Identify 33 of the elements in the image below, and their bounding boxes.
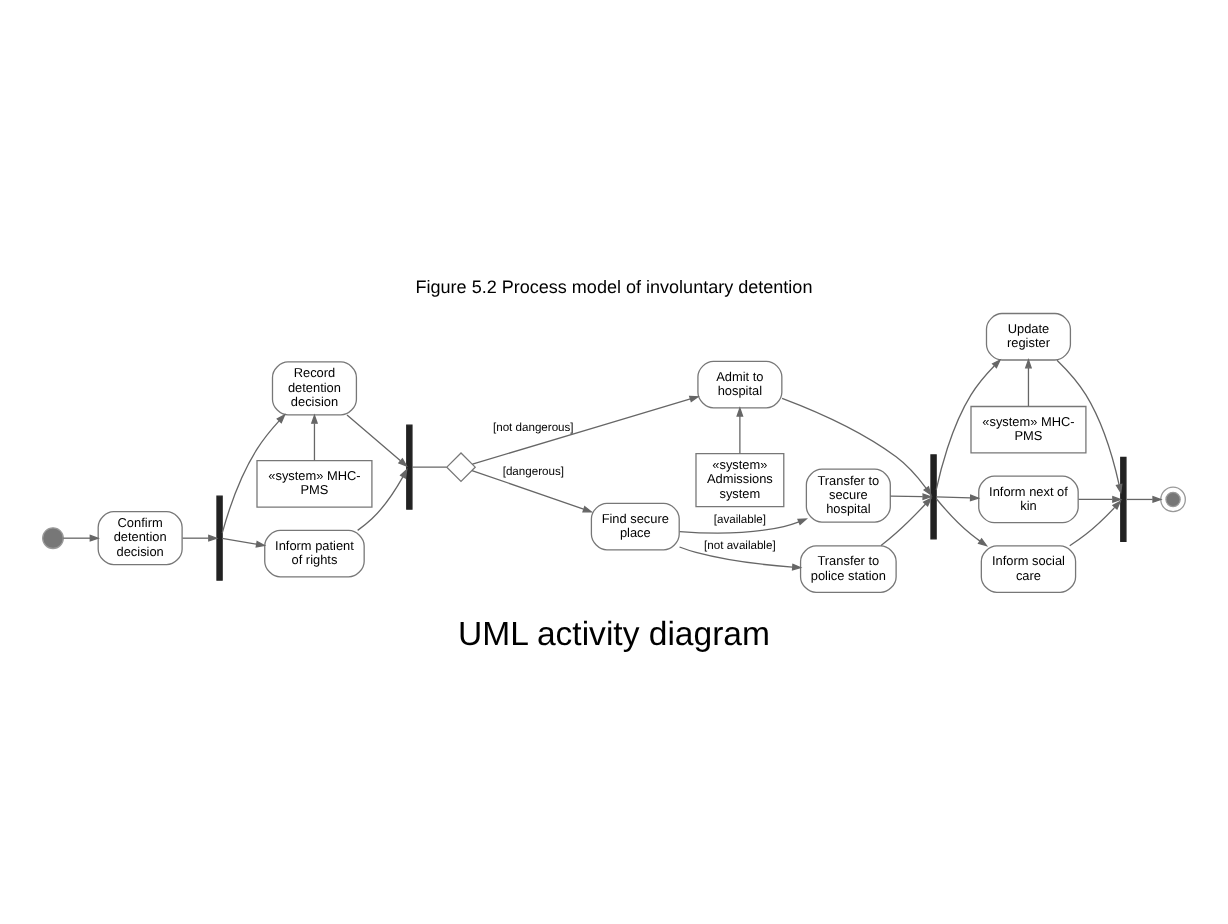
node-bar: [406, 424, 413, 510]
arrow: [678, 546, 803, 571]
diagram-title: Figure 5.2 Process model of involuntary detention: [415, 277, 813, 298]
arrow: [781, 397, 932, 497]
arrow: [935, 358, 1002, 491]
arrow: [471, 395, 700, 465]
arrow: [346, 414, 409, 468]
node-diamond: [445, 452, 477, 483]
arrow: [1077, 495, 1123, 504]
arrow: [935, 494, 981, 502]
arrow: [1024, 358, 1033, 407]
arrow: [935, 498, 989, 547]
node-circle: [42, 527, 64, 550]
arrow: [471, 469, 594, 513]
arrow: [62, 534, 100, 542]
arrow: [880, 496, 933, 547]
arrow: [221, 413, 286, 534]
caption: UML activity diagram: [458, 615, 770, 654]
arrow: [1069, 500, 1122, 547]
arrow: [221, 537, 267, 548]
arrow: [679, 518, 808, 534]
node-circle: [1160, 486, 1186, 513]
arrow: [1126, 495, 1163, 504]
arrow: [310, 413, 319, 462]
arrow: [1056, 359, 1123, 495]
arrow: [357, 468, 408, 531]
node-bar: [216, 495, 223, 581]
node-bar: [1120, 456, 1127, 543]
arrow: [736, 406, 744, 455]
node-bar: [930, 454, 937, 540]
arrow: [889, 493, 933, 501]
connector: [411, 466, 448, 468]
arrow: [181, 534, 219, 542]
